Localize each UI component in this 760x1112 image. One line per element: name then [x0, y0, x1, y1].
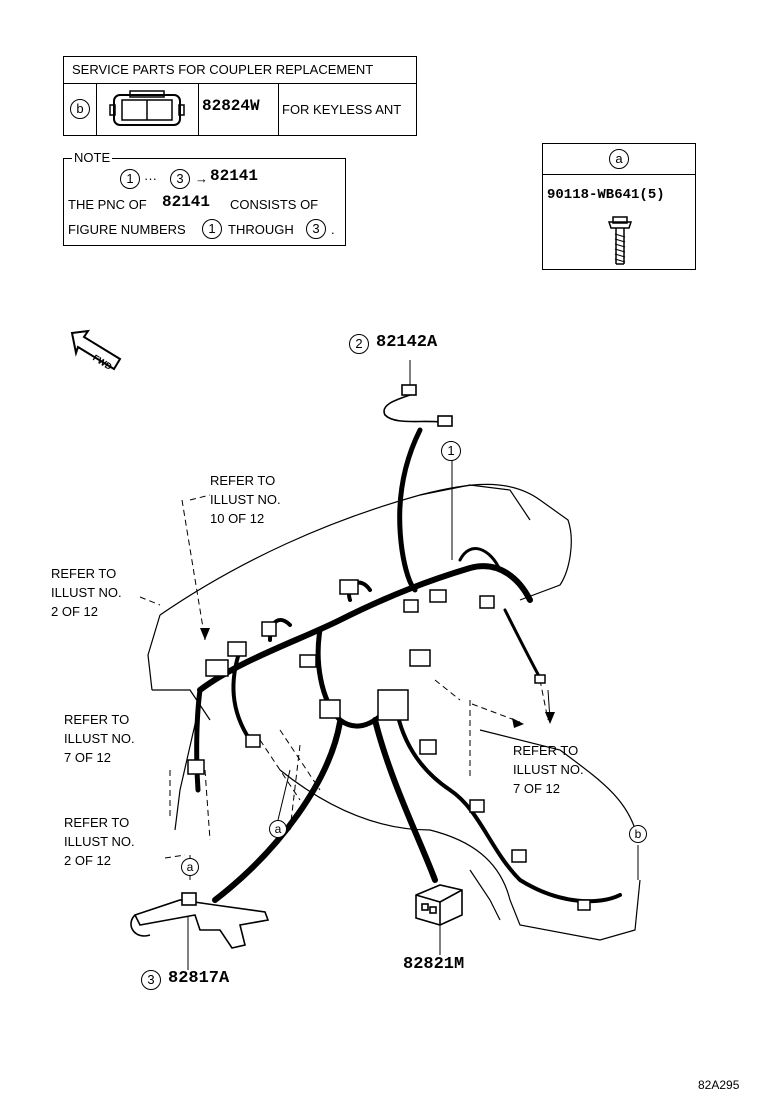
- note-pnc: 82141: [210, 167, 259, 185]
- callout-3-part: 82817A: [168, 969, 230, 988]
- service-part-desc: FOR KEYLESS ANT: [282, 102, 402, 117]
- callout-1-circle: 1: [441, 441, 461, 461]
- refer-to-illust-2-upper: REFER TO ILLUST NO. 2 OF 12: [51, 566, 122, 619]
- callout-4-part: 82821M: [403, 955, 465, 974]
- service-parts-box: SERVICE PARTS FOR COUPLER REPLACEMENT b …: [63, 56, 417, 136]
- note-line3-n2: 3: [306, 219, 326, 239]
- note-line3-b: THROUGH: [228, 222, 294, 237]
- note-line2-a: THE PNC OF: [68, 197, 147, 212]
- note-range-sep: ···: [144, 171, 157, 186]
- fwd-arrow-icon: FWD: [70, 329, 122, 372]
- callout-a-middle: a: [269, 820, 287, 838]
- service-parts-title: SERVICE PARTS FOR COUPLER REPLACEMENT: [72, 62, 374, 77]
- note-line3-n1: 1: [202, 219, 222, 239]
- bolt-icon: [607, 216, 633, 265]
- note-range-end: 3: [170, 169, 190, 189]
- note-box: NOTE 1 ··· 3 → 82141 THE PNC OF 82141 CO…: [63, 150, 346, 246]
- note-line3-end: .: [331, 222, 335, 237]
- callout-b-right: b: [629, 825, 647, 843]
- note-arrow: →: [195, 171, 208, 186]
- callout-2-part: 82142A: [376, 333, 438, 352]
- refer-to-illust-10: REFER TO ILLUST NO. 10 OF 12: [210, 473, 281, 526]
- coupler-connector-icon: [109, 90, 185, 126]
- note-label: NOTE: [72, 150, 113, 165]
- callout-2-circle: 2: [349, 334, 369, 354]
- refer-to-illust-2-lower: REFER TO ILLUST NO. 2 OF 12: [64, 815, 135, 868]
- callout-3-circle: 3: [141, 970, 161, 990]
- service-part-number: 82824W: [202, 97, 260, 115]
- bolt-part-number: 90118-WB641(5): [547, 187, 665, 203]
- bolt-box: a 90118-WB641(5): [542, 143, 696, 270]
- note-line3-a: FIGURE NUMBERS: [68, 222, 186, 237]
- note-range-start: 1: [120, 169, 140, 189]
- note-line2-pnc: 82141: [162, 193, 211, 211]
- callout-a-lower: a: [181, 858, 199, 876]
- callout-b-service: b: [70, 99, 90, 119]
- callout-a-bolt: a: [609, 149, 629, 169]
- note-line2-b: CONSISTS OF: [230, 197, 319, 212]
- refer-to-illust-7-right: REFER TO ILLUST NO. 7 OF 12: [513, 743, 584, 796]
- refer-to-illust-7-left: REFER TO ILLUST NO. 7 OF 12: [64, 712, 135, 765]
- figure-code: 82A295: [698, 1078, 740, 1092]
